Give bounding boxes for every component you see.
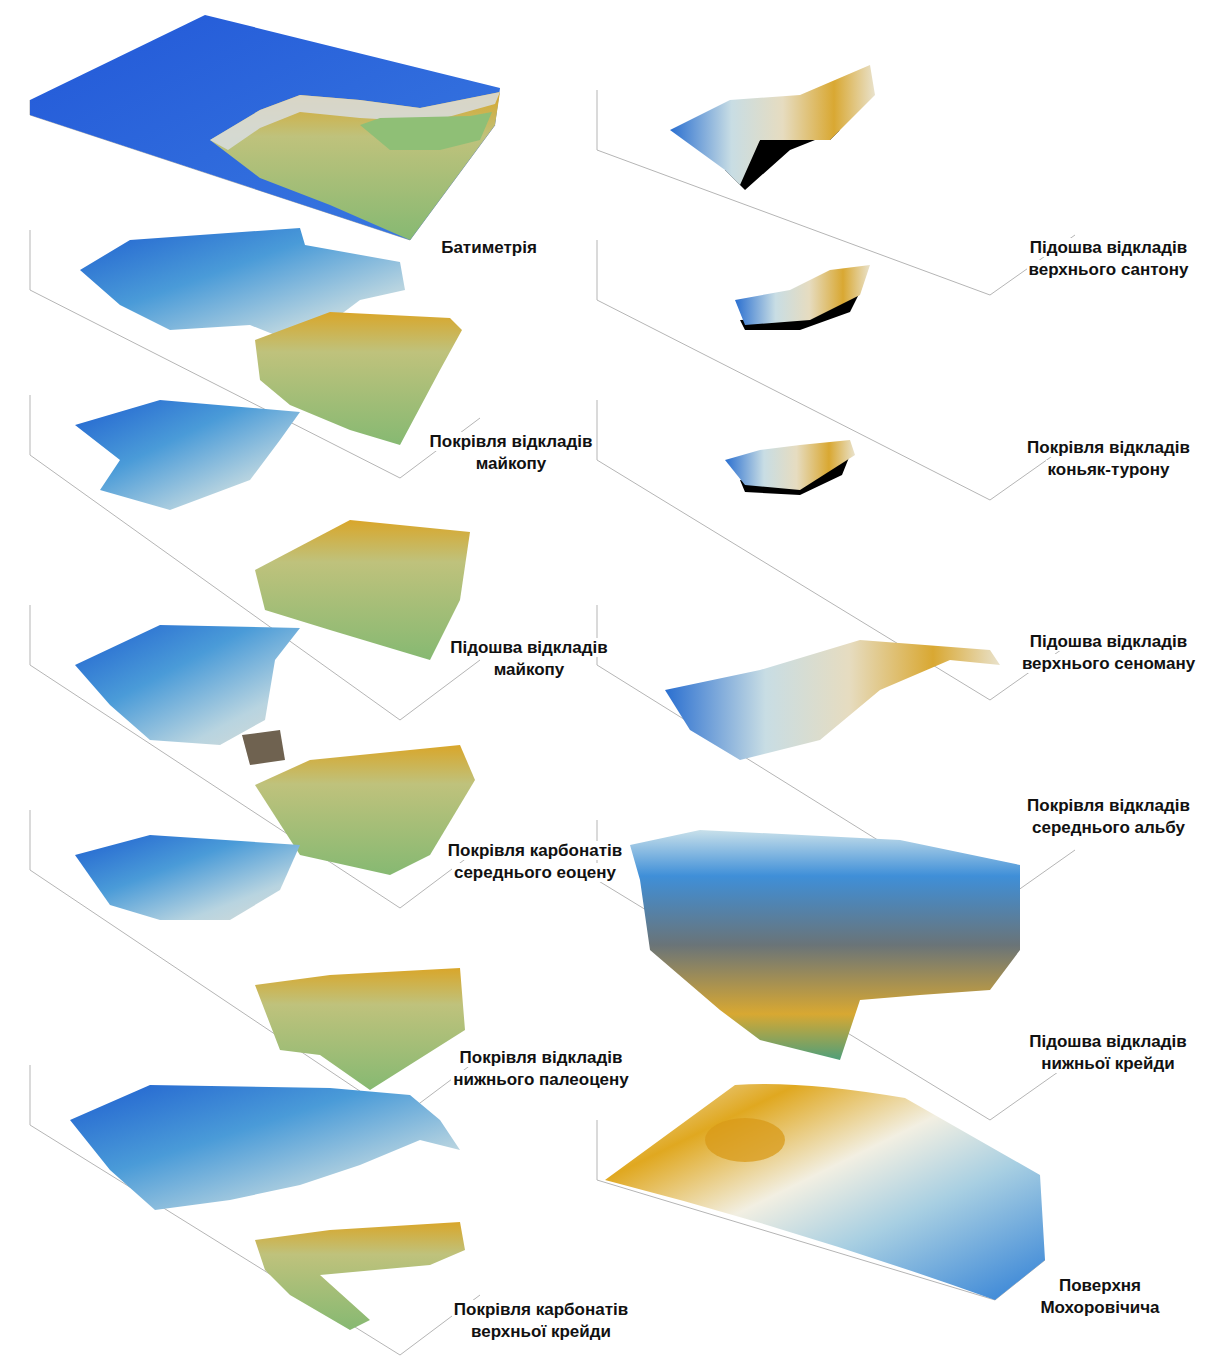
surface-label: Підошва відкладів верхнього сантону — [1027, 238, 1191, 279]
surface-label-box: Підошва відкладів верхнього сеноману — [1001, 631, 1216, 675]
surface-label-box: Покрівля відкладів нижнього палеоцену — [434, 1047, 649, 1091]
surface-label: Покрівля карбонатів середнього еоцену — [446, 841, 624, 882]
surface-label-box: Підошва відкладів нижньої крейди — [1001, 1031, 1216, 1075]
surface-label: Покрівля карбонатів верхньої крейди — [452, 1300, 630, 1341]
surface-blob — [255, 1222, 465, 1330]
surface-label: Покрівля відкладів нижнього палеоцену — [451, 1048, 631, 1089]
surface-label: Підошва відкладів верхнього сеноману — [1020, 632, 1197, 673]
surface-blob — [75, 835, 300, 920]
frame-line — [30, 1065, 480, 1355]
surface-blob — [725, 440, 855, 490]
surface-label: Батиметрія — [439, 238, 539, 257]
surface-label: Поверхня Мохоровічича — [1038, 1276, 1161, 1317]
surface-label-box: Покрівля відкладів середнього альбу — [1001, 795, 1216, 839]
bathymetry-surface — [30, 15, 500, 240]
surface-label-box: Покрівля карбонатів верхньої крейди — [434, 1299, 649, 1343]
surface-blob — [665, 640, 1000, 760]
surface-blob — [70, 1085, 460, 1210]
surface-blob — [735, 265, 870, 325]
surface-label-box: Покрівля карбонатів середнього еоцену — [428, 840, 643, 884]
surface-label: Покрівля відкладів середнього альбу — [1025, 796, 1192, 837]
moho-surface — [605, 1084, 1045, 1300]
surface-blob — [670, 65, 875, 185]
surface-label: Підошва відкладів нижньої крейди — [1027, 1032, 1189, 1073]
surface-blob — [242, 730, 285, 765]
shelf-edge — [210, 92, 500, 150]
frame-line — [597, 240, 1075, 500]
surface-blob — [75, 400, 300, 510]
surface-label-box: Покрівля відкладів коньяк-турону — [1001, 437, 1216, 481]
surface-label: Підошва відкладів майкопу — [448, 638, 610, 679]
frame-lines — [30, 90, 1075, 1355]
surface-label: Покрівля відкладів коньяк-турону — [1025, 438, 1192, 479]
surface-blob — [75, 625, 300, 745]
surface-label-box: Покрівля відкладів майкопу — [404, 431, 619, 475]
surface-label-box: Батиметрія — [382, 237, 597, 259]
surface-blob — [255, 968, 465, 1090]
moho-high — [705, 1118, 785, 1162]
surface-label: Покрівля відкладів майкопу — [428, 432, 595, 473]
surface-label-box: Поверхня Мохоровічича — [1030, 1275, 1170, 1319]
land-area — [210, 92, 500, 240]
surface-label-box: Підошва відкладів майкопу — [422, 637, 637, 681]
plain-area — [360, 112, 492, 150]
surface-blob — [630, 830, 1020, 1060]
frame-line — [597, 820, 1075, 1120]
surface-label-box: Підошва відкладів верхнього сантону — [1001, 237, 1216, 281]
